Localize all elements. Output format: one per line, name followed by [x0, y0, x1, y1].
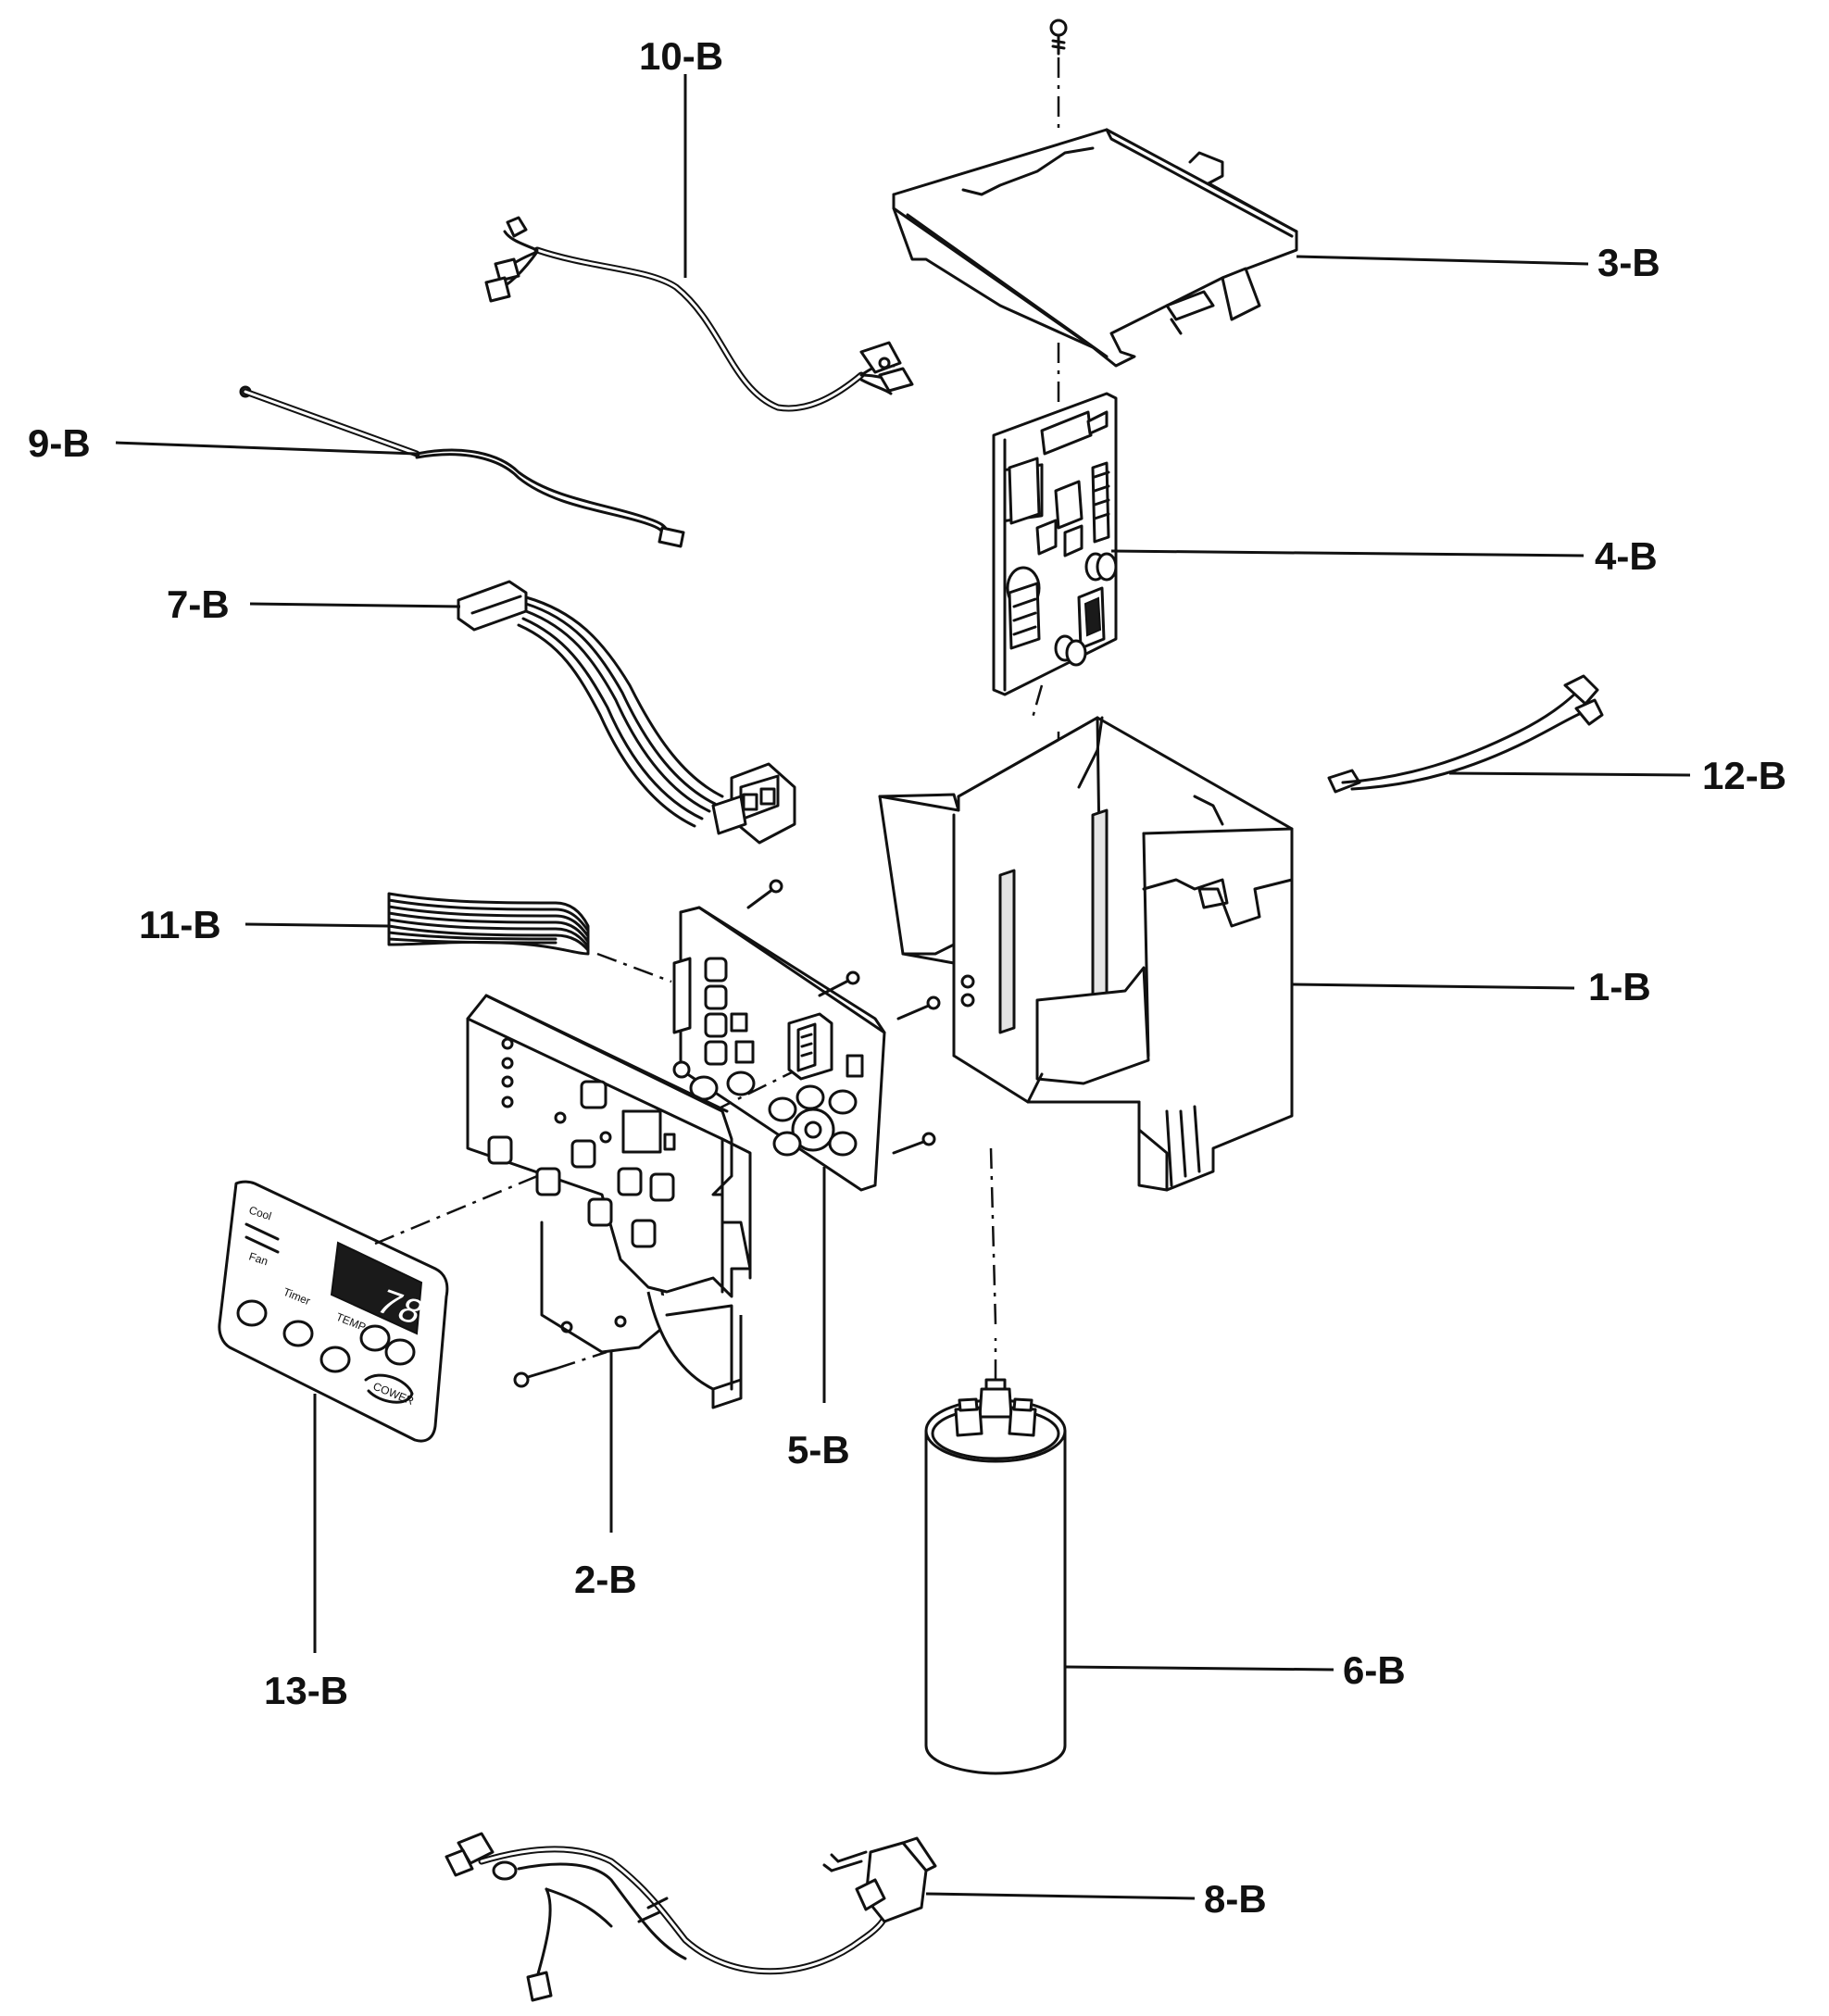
- part-10b-wire-harness: [484, 216, 914, 412]
- leader-lines: [115, 74, 1691, 1900]
- part-9b-sensor-wire: [239, 385, 685, 548]
- callout-10b: 10-B: [639, 34, 723, 78]
- callout-11b: 11-B: [139, 903, 221, 946]
- part-12b-ground-wire: [1327, 674, 1604, 794]
- part-1b-housing: [878, 716, 1294, 1192]
- part-7b-connector-harness: [457, 580, 796, 845]
- board-screws: [513, 879, 941, 1388]
- callout-3b: 3-B: [1597, 241, 1660, 284]
- top-screw: [1049, 19, 1068, 56]
- part-11b-ribbon-cable: [387, 892, 672, 983]
- part-6b-capacitor: [924, 1147, 1067, 1775]
- callout-2b: 2-B: [574, 1558, 637, 1601]
- callout-13b: 13-B: [264, 1669, 348, 1712]
- label-fan: Fan: [247, 1250, 269, 1269]
- part-8b-power-cord: [445, 1832, 937, 2002]
- callout-5b: 5-B: [787, 1428, 850, 1471]
- callout-12b: 12-B: [1702, 754, 1786, 797]
- callout-6b: 6-B: [1343, 1648, 1406, 1692]
- part-2b-front-panel: [466, 994, 752, 1409]
- part-3b-top-cover: [892, 128, 1298, 368]
- callout-9b: 9-B: [28, 421, 91, 465]
- callout-1b: 1-B: [1588, 965, 1651, 1008]
- part-5b-display-board: [672, 906, 886, 1192]
- callout-7b: 7-B: [167, 582, 230, 626]
- part-13b-overlay-label: 78 Cool Fan Timer TEMP COWER: [218, 1172, 543, 1443]
- part-4b-control-board: [992, 392, 1118, 696]
- callout-8b: 8-B: [1204, 1877, 1267, 1921]
- callout-labels: 10-B 3-B 9-B 4-B 7-B 12-B 11-B 1-B 5-B 2…: [28, 34, 1786, 1921]
- callout-4b: 4-B: [1595, 534, 1658, 578]
